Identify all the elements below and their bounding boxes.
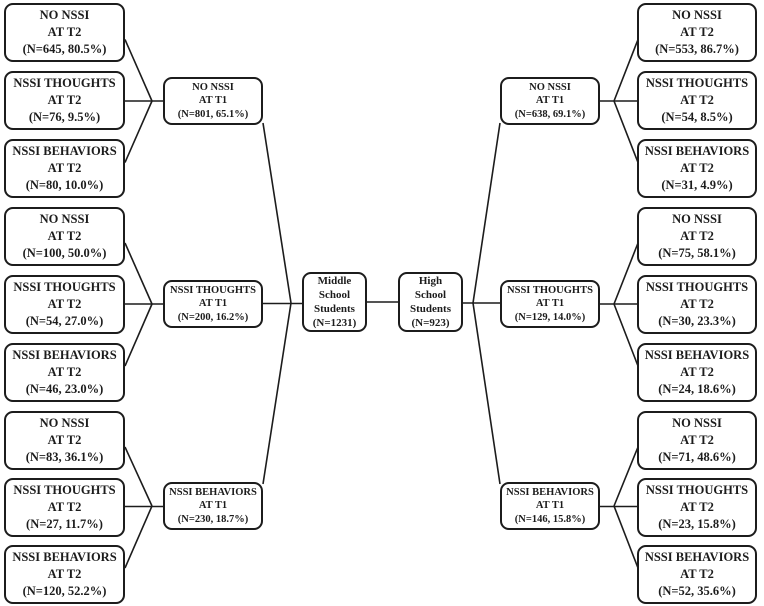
connector-ms-root-up	[262, 122, 292, 304]
ms-t2-box-g3-thoughts: NSSI THOUGHTS AT T2 (N=27, 11.7%)	[4, 478, 125, 537]
ms-t2-box-g1-no-nssi: NO NSSI AT T2 (N=645, 80.5%)	[4, 3, 125, 62]
ms-t2-box-g3-no-nssi: NO NSSI AT T2 (N=83, 36.1%)	[4, 411, 125, 470]
ms-t2-box-g2-no-nssi: NO NSSI AT T2 (N=100, 50.0%)	[4, 207, 125, 266]
connector-hs-g2-top	[613, 242, 639, 305]
hs-t2-box-g3-thoughts: NSSI THOUGHTS AT T2 (N=23, 15.8%)	[637, 478, 757, 537]
ms-t1-box-behaviors: NSSI BEHAVIORS AT T1 (N=230, 18.7%)	[163, 482, 263, 530]
ms-t2-box-g2-behaviors: NSSI BEHAVIORS AT T2 (N=46, 23.0%)	[4, 343, 125, 402]
ms-t1-box-thoughts: NSSI THOUGHTS AT T1 (N=200, 16.2%)	[163, 280, 263, 328]
hs-t2-box-g2-thoughts: NSSI THOUGHTS AT T2 (N=30, 23.3%)	[637, 275, 757, 334]
hs-t2-box-g1-thoughts: NSSI THOUGHTS AT T2 (N=54, 8.5%)	[637, 71, 757, 130]
middle-school-root-box: Middle School Students (N=1231)	[302, 272, 367, 332]
hs-t1-box-no-nssi: NO NSSI AT T1 (N=638, 69.1%)	[500, 77, 600, 125]
hs-t2-box-g3-behaviors: NSSI BEHAVIORS AT T2 (N=52, 35.6%)	[637, 545, 757, 604]
connector-ms-g2-top	[124, 242, 153, 305]
hs-t2-box-g3-no-nssi: NO NSSI AT T2 (N=71, 48.6%)	[637, 411, 757, 470]
ms-t2-box-g2-thoughts: NSSI THOUGHTS AT T2 (N=54, 27.0%)	[4, 275, 125, 334]
connector-hs-g3-top	[613, 446, 639, 507]
hs-t2-box-g1-behaviors: NSSI BEHAVIORS AT T2 (N=31, 4.9%)	[637, 139, 757, 198]
connector-ms-root-down	[262, 302, 292, 485]
connector-hs-g1-top	[613, 39, 639, 102]
connector-hs-g2-bot	[613, 303, 639, 367]
hs-t2-box-g2-no-nssi: NO NSSI AT T2 (N=75, 58.1%)	[637, 207, 757, 266]
hs-t1-box-behaviors: NSSI BEHAVIORS AT T1 (N=146, 15.8%)	[500, 482, 600, 530]
hs-t2-box-g2-behaviors: NSSI BEHAVIORS AT T2 (N=24, 18.6%)	[637, 343, 757, 402]
hs-t2-box-g1-no-nssi: NO NSSI AT T2 (N=553, 86.7%)	[637, 3, 757, 62]
ms-t1-box-no-nssi: NO NSSI AT T1 (N=801, 65.1%)	[163, 77, 263, 125]
connector-ms-g1-bot	[124, 100, 153, 163]
connector-ms-g3-top	[124, 446, 153, 507]
connector-hs-g3-bot	[613, 505, 639, 569]
connector-ms-g1-top	[124, 39, 153, 102]
connector-ms-g3-bot	[124, 505, 153, 569]
ms-t2-box-g3-behaviors: NSSI BEHAVIORS AT T2 (N=120, 52.2%)	[4, 545, 125, 604]
high-school-root-box: High School Students (N=923)	[398, 272, 463, 332]
connector-hs-root-down	[472, 302, 501, 485]
connector-hs-g1-bot	[613, 100, 639, 163]
ms-t2-box-g1-behaviors: NSSI BEHAVIORS AT T2 (N=80, 10.0%)	[4, 139, 125, 198]
connector-hs-root-up	[472, 122, 501, 304]
ms-t2-box-g1-thoughts: NSSI THOUGHTS AT T2 (N=76, 9.5%)	[4, 71, 125, 130]
connector-ms-g2-bot	[124, 303, 153, 367]
hs-t1-box-thoughts: NSSI THOUGHTS AT T1 (N=129, 14.0%)	[500, 280, 600, 328]
